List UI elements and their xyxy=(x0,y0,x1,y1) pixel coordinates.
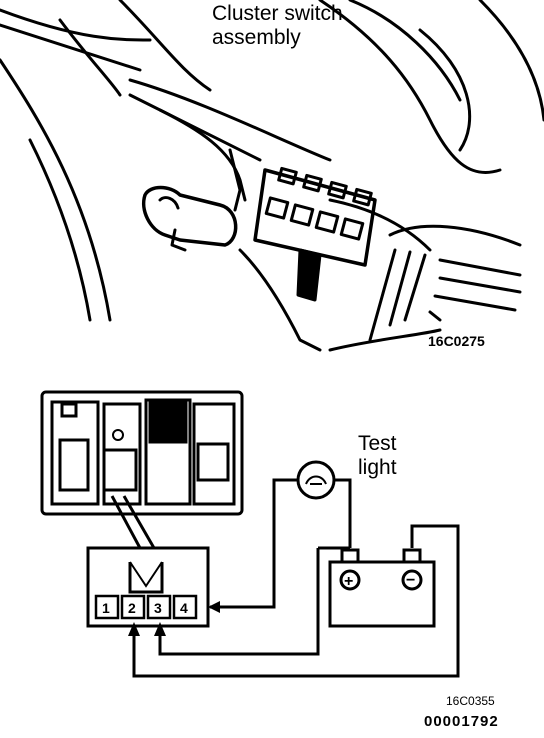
pin-2-box xyxy=(120,594,146,620)
callout-lines xyxy=(110,495,156,549)
battery-negative-terminal xyxy=(401,569,423,591)
test-light xyxy=(296,460,336,500)
document-number: 00001792 xyxy=(424,713,499,730)
figure-code-top: 16C0275 xyxy=(428,333,485,349)
battery-minus-sign: − xyxy=(406,572,415,589)
dashboard-illustration xyxy=(0,0,544,352)
connector-pins xyxy=(94,594,198,620)
cluster-switch-label-line1: Cluster switch xyxy=(212,2,343,25)
pin-2-label: 2 xyxy=(128,600,136,616)
connector-closeup xyxy=(40,390,244,516)
connector-block xyxy=(86,546,210,628)
battery-positive-terminal xyxy=(339,569,361,591)
cluster-switch-label: Cluster switch assembly xyxy=(212,2,343,50)
pin-4-label: 4 xyxy=(180,600,188,616)
pin-4-box xyxy=(172,594,198,620)
battery xyxy=(328,548,436,628)
cluster-switch-label-line2: assembly xyxy=(212,26,301,49)
figure-code-bottom: 16C0355 xyxy=(446,694,495,708)
battery-plus-sign: + xyxy=(344,573,353,590)
test-light-label-line2: light xyxy=(358,456,397,479)
pin-1-box xyxy=(94,594,120,620)
test-light-label: Test light xyxy=(358,432,397,480)
pin-3-box xyxy=(146,594,172,620)
wires xyxy=(132,478,460,678)
test-light-label-line1: Test xyxy=(358,432,397,455)
pin-1-label: 1 xyxy=(102,600,110,616)
wire-arrows xyxy=(128,601,220,636)
pin-3-label: 3 xyxy=(154,600,162,616)
